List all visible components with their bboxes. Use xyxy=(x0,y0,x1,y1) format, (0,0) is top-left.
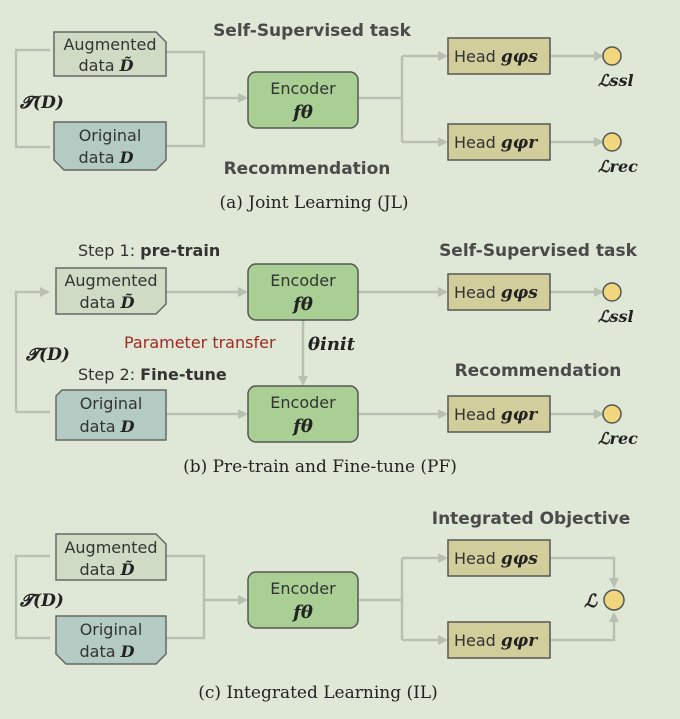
original-label-c: Original xyxy=(80,620,143,639)
transform-symbol-a: 𝓣(D) xyxy=(19,93,64,113)
loss-integrated-label: ℒ xyxy=(584,591,598,612)
caption-a: (a) Joint Learning (JL) xyxy=(219,193,408,213)
encoder-label-a: Encoder xyxy=(270,79,336,98)
encoder-box-a: Encoder fθ xyxy=(247,71,359,129)
bracket-a xyxy=(14,48,50,149)
augmented-data-box-c: Augmented data D̃ xyxy=(55,533,167,581)
loss-ssl-label-b: ℒssl xyxy=(598,307,634,326)
augmented-label-c: Augmented xyxy=(64,538,157,557)
augmented-label-a: Augmented xyxy=(63,35,156,54)
loss-node-integrated xyxy=(603,589,625,611)
loss-node-ssl-a xyxy=(602,46,622,66)
loss-ssl-label-a: ℒssl xyxy=(598,71,634,90)
original-data-box-c: Original data D xyxy=(55,615,167,665)
label-self-supervised-task-a: Self-Supervised task xyxy=(213,21,412,41)
transform-symbol-b: 𝓣(D) xyxy=(25,345,70,365)
head-rec-label-a: Head gφr xyxy=(454,133,538,153)
original-data-label-c: data D xyxy=(80,642,135,661)
line-augmented-to-merge-a xyxy=(166,50,206,98)
head-ssl-label-c: Head gφs xyxy=(454,549,538,569)
original-data-box-a: Original data D xyxy=(53,121,167,171)
augmented-data-box-a: Augmented data D̃ xyxy=(53,31,167,77)
encoder-label-b1: Encoder xyxy=(270,271,336,290)
parameter-transfer-label: Parameter transfer xyxy=(124,333,276,352)
encoder-symbol-b2: fθ xyxy=(291,416,313,437)
line-original-to-merge-c xyxy=(166,600,206,640)
loss-node-rec-a xyxy=(602,132,622,152)
section-integrated-learning: Integrated Objective Augmented data D̃ O… xyxy=(14,509,630,703)
section-pretrain-finetune: Step 1: pre-train Self-Supervised task R… xyxy=(14,241,638,477)
augmented-data-label-c: data D̃ xyxy=(80,560,135,579)
augmented-data-box-b: Augmented data D̃ xyxy=(55,267,167,315)
head-rec-box-b: Head gφr xyxy=(447,395,551,433)
step1-label: Step 1: pre-train xyxy=(78,241,220,260)
encoder-box-b-pretrain: Encoder fθ xyxy=(247,263,359,321)
loss-node-ssl-b xyxy=(602,282,622,302)
head-rec-box-a: Head gφr xyxy=(447,123,551,161)
encoder-box-b-finetune: Encoder fθ xyxy=(247,385,359,443)
loss-rec-label-b: ℒrec xyxy=(598,429,638,448)
label-recommendation-a: Recommendation xyxy=(224,159,391,179)
encoder-label-b2: Encoder xyxy=(270,393,336,412)
line-augmented-to-merge-c xyxy=(166,554,206,600)
encoder-box-c: Encoder fθ xyxy=(247,571,359,629)
encoder-symbol-c: fθ xyxy=(291,602,313,623)
head-ssl-box-b: Head gφs xyxy=(447,273,551,311)
loss-rec-label-a: ℒrec xyxy=(598,157,638,176)
encoder-label-c: Encoder xyxy=(270,579,336,598)
caption-b: (b) Pre-train and Fine-tune (PF) xyxy=(183,457,457,477)
head-rec-label-c: Head gφr xyxy=(454,631,538,651)
augmented-label-b: Augmented xyxy=(64,271,157,290)
label-self-supervised-task-b: Self-Supervised task xyxy=(439,241,638,261)
label-integrated-objective: Integrated Objective xyxy=(432,509,630,529)
label-recommendation-b: Recommendation xyxy=(455,361,622,381)
head-ssl-label-a: Head gφs xyxy=(454,47,538,67)
line-original-to-merge-a xyxy=(166,98,206,148)
augmented-data-label-b: data D̃ xyxy=(80,293,135,312)
caption-c: (c) Integrated Learning (IL) xyxy=(198,683,438,703)
encoder-symbol-a: fθ xyxy=(291,102,313,123)
head-rec-box-c: Head gφr xyxy=(447,621,551,659)
arrow-rec-to-loss-c xyxy=(550,612,619,642)
arrow-ssl-to-loss-c xyxy=(550,556,619,588)
original-data-label-a: data D xyxy=(79,148,134,167)
head-ssl-label-b: Head gφs xyxy=(454,283,538,303)
loss-node-rec-b xyxy=(602,404,622,424)
original-label-a: Original xyxy=(79,126,142,145)
original-data-box-b: Original data D xyxy=(55,389,167,441)
head-ssl-box-c: Head gφs xyxy=(447,539,551,577)
augmented-data-label-a: data D̃ xyxy=(79,56,134,75)
original-data-label-b: data D xyxy=(80,417,135,436)
head-ssl-box-a: Head gφs xyxy=(447,37,551,75)
theta-init-label: θinit xyxy=(308,334,356,355)
section-joint-learning: Self-Supervised task Recommendation Augm… xyxy=(14,21,638,213)
transform-symbol-c: 𝓣(D) xyxy=(19,591,64,611)
bracket-b xyxy=(14,287,50,412)
original-label-b: Original xyxy=(80,394,143,413)
head-rec-label-b: Head gφr xyxy=(454,405,538,425)
step2-label: Step 2: Fine-tune xyxy=(78,365,227,384)
bracket-c xyxy=(14,554,50,640)
encoder-symbol-b1: fθ xyxy=(291,294,313,315)
